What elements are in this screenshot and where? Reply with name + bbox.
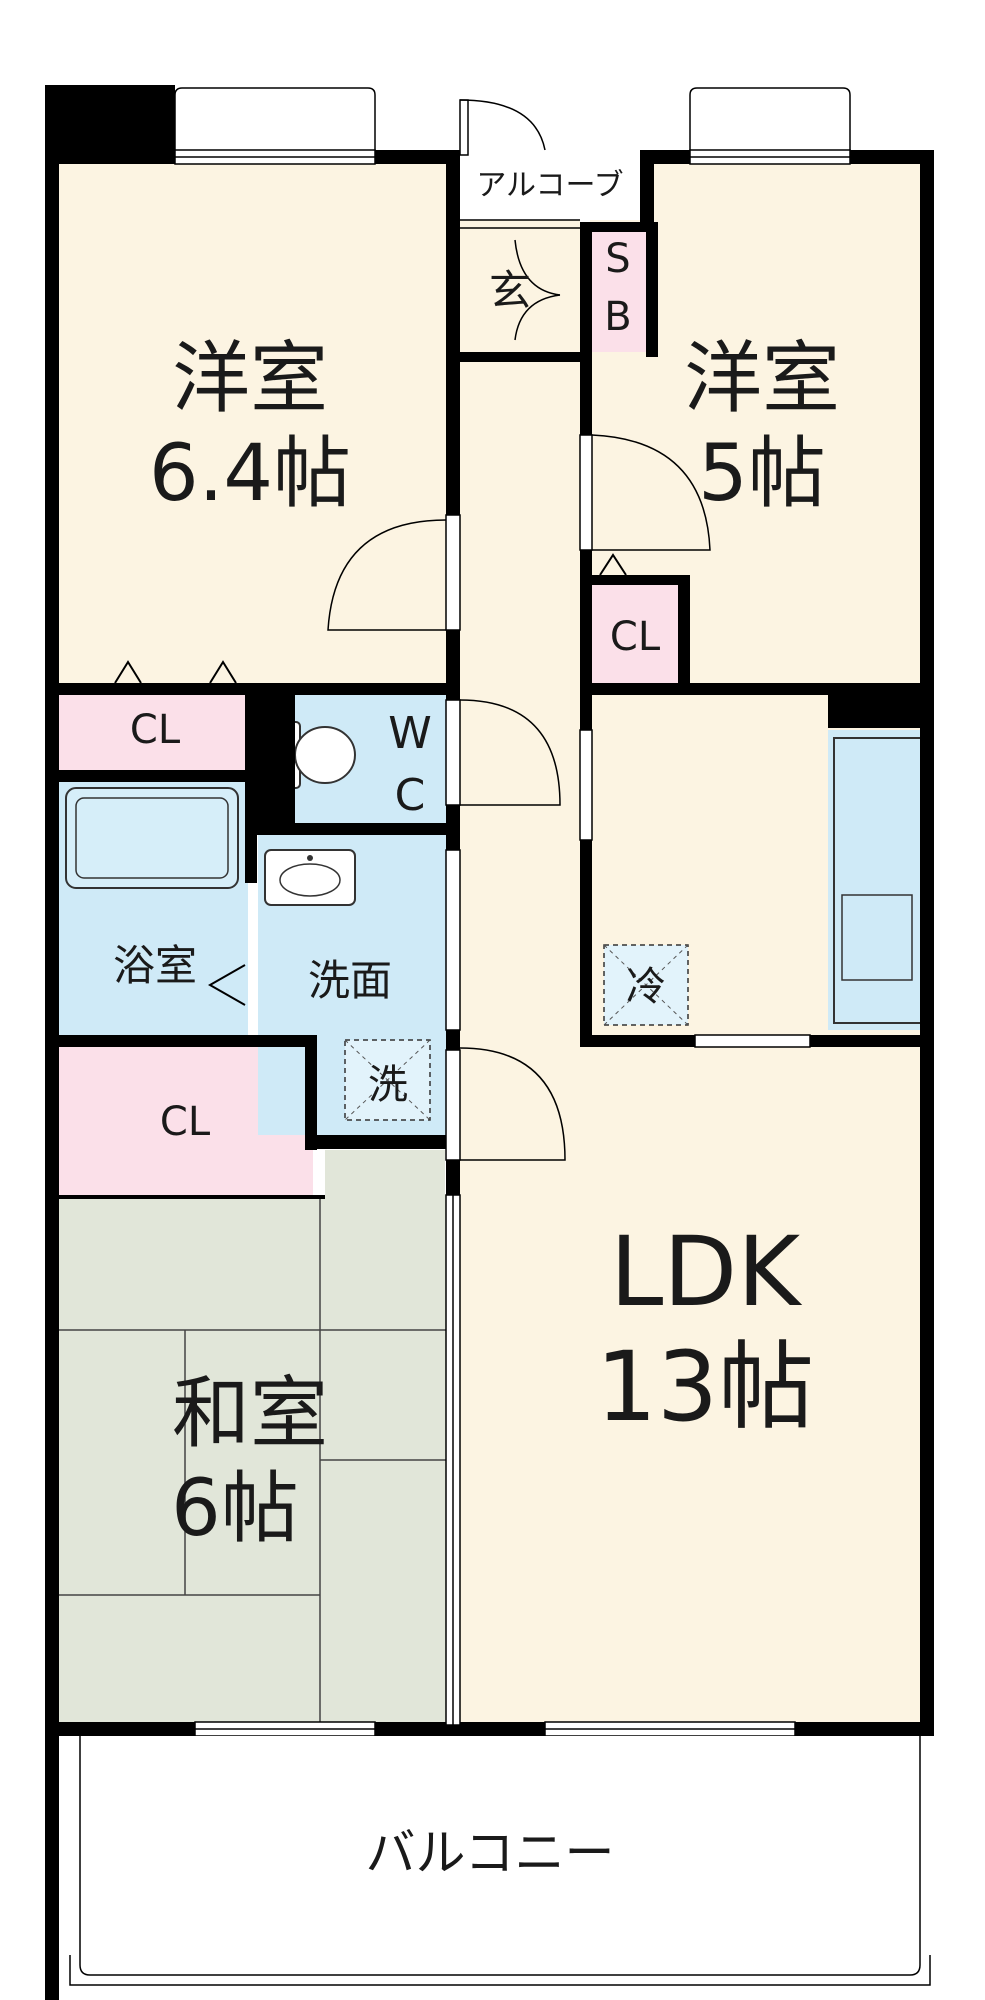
shoebox-label-b: B xyxy=(604,294,631,340)
shoebox-floor xyxy=(590,228,646,352)
room-size-western-2: 5帖 xyxy=(698,429,826,519)
shoebox-label-s: S xyxy=(605,236,630,282)
balcony xyxy=(59,1736,931,2000)
washer-label: 洗 xyxy=(368,1062,408,1108)
closet-2-label: CL xyxy=(160,1099,211,1145)
wc-label-w: W xyxy=(388,708,432,759)
room-size-western-1: 6.4帖 xyxy=(149,429,351,519)
fridge-label: 冷 xyxy=(626,964,666,1010)
room-name-ldk: LDK xyxy=(610,1216,802,1328)
closet-1-label: CL xyxy=(130,707,181,753)
room-name-western-1: 洋室 xyxy=(172,334,328,424)
washroom-label: 洗面 xyxy=(308,956,392,1005)
fridge-space xyxy=(603,944,689,1026)
room-name-japanese: 和室 xyxy=(172,1369,328,1459)
entrance-label: 玄 xyxy=(489,266,531,315)
room-label-japanese: 和室 6帖 xyxy=(171,1369,328,1554)
room-size-ldk: 13帖 xyxy=(596,1331,814,1443)
wc-label-c: C xyxy=(395,770,426,821)
room-label-western-1: 洋室 6.4帖 xyxy=(149,334,351,519)
windows xyxy=(174,87,851,1737)
closet-3-label: CL xyxy=(610,614,661,660)
room-label-western-2: 洋室 5帖 xyxy=(684,334,840,519)
closet-1-floor xyxy=(58,695,248,770)
room-size-japanese: 6帖 xyxy=(171,1464,299,1554)
washer-space xyxy=(344,1039,431,1121)
room-name-western-2: 洋室 xyxy=(684,334,840,424)
doors xyxy=(114,99,711,1726)
alcove-floor xyxy=(460,160,640,220)
tatami-strip xyxy=(325,1150,445,1195)
kitchen-counter xyxy=(828,730,928,1030)
balcony-label: バルコニー xyxy=(366,1824,615,1882)
closet-3-floor xyxy=(592,585,678,685)
western-room-1-floor xyxy=(58,160,448,685)
room-label-ldk: LDK 13帖 xyxy=(596,1216,814,1443)
bath-label: 浴室 xyxy=(113,941,197,990)
alcove-label: アルコーブ xyxy=(476,168,623,203)
tatami-mat-lines xyxy=(58,1195,448,1725)
washbasin xyxy=(264,849,356,906)
bathtub xyxy=(65,787,239,889)
entrance-floor xyxy=(460,220,572,352)
ldk-floor xyxy=(460,1045,930,1725)
